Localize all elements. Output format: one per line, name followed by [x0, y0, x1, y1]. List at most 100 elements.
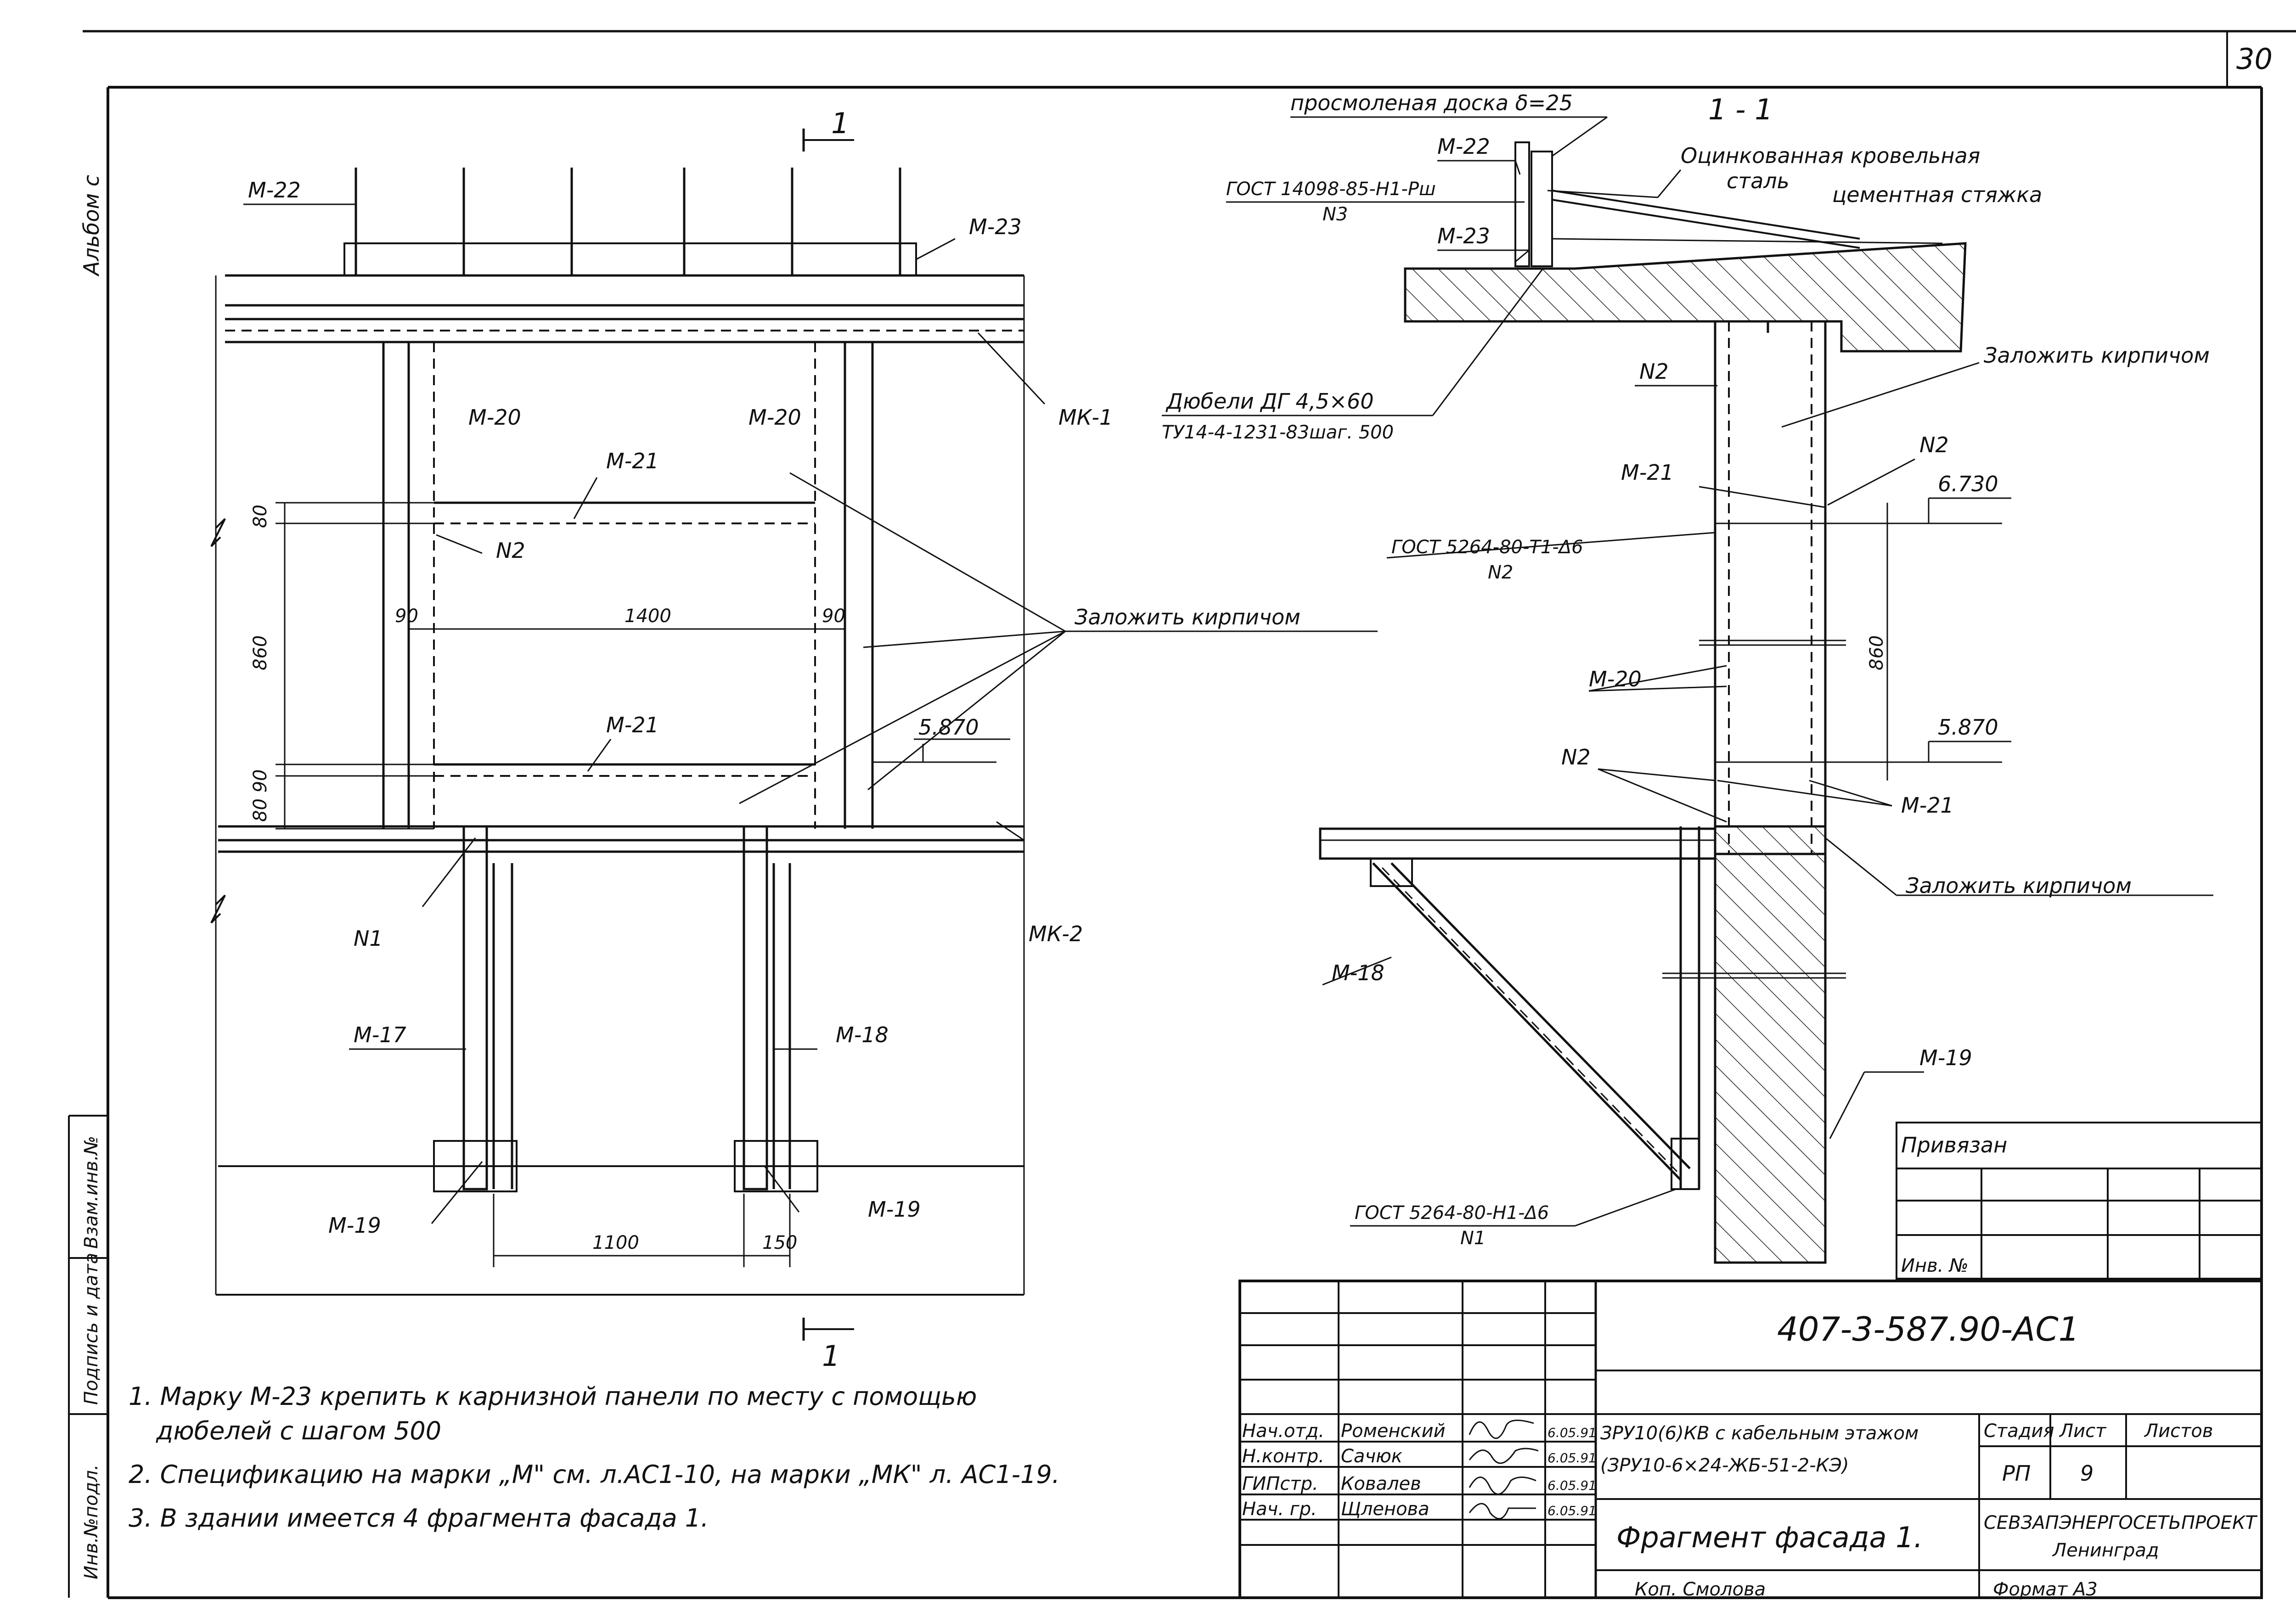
- label-m20-right: М-20: [748, 405, 801, 430]
- lower-wall: [1714, 825, 1827, 1264]
- title-block-text: 407-3-587.90-АС1 ЗРУ10(6)КВ с кабельным …: [1242, 1310, 2258, 1600]
- label-brick-top: Заложить кирпичом: [1984, 343, 2210, 368]
- label-gost-5264-h1: ГОСТ 5264-80-Н1-Δ6: [1355, 1202, 1549, 1224]
- label-elev-6730: 6.730: [1938, 472, 1998, 496]
- note-2: 2. Спецификацию на марки „М" см. л.АС1-1…: [129, 1460, 1060, 1489]
- label-m18: М-18: [836, 1022, 889, 1047]
- side-stamp: [68, 1115, 108, 1598]
- label-tar-board: просмоленая доска δ=25: [1290, 90, 1573, 115]
- dim-90-right: 90: [822, 606, 845, 627]
- label-galv-steel-2: сталь: [1727, 168, 1790, 193]
- label-brick-fill: Заложить кирпичом: [1075, 605, 1300, 629]
- note-1: 1. Марку М-23 крепить к карнизной панели…: [129, 1382, 977, 1411]
- dim-150: 150: [762, 1232, 797, 1253]
- org-name-1: СЕВЗАПЭНЕРГОСЕТЬПРОЕКТ: [1984, 1512, 2258, 1533]
- label-m19-right: М-19: [868, 1197, 921, 1222]
- label-gost-14098: ГОСТ 14098-85-Н1-Рш: [1226, 179, 1436, 200]
- label-sec-elev-5870: 5.870: [1938, 715, 1998, 740]
- dim-90-left: 90: [395, 606, 418, 627]
- signature-4: [1469, 1503, 1536, 1520]
- stage-value: РП: [2002, 1461, 2031, 1486]
- sig-role-3: ГИПстр.: [1242, 1473, 1318, 1494]
- label-sec-m23: М-23: [1437, 224, 1490, 248]
- note-1-cont: дюбелей с шагом 500: [156, 1416, 441, 1445]
- elev-5870: 5.870: [918, 715, 979, 740]
- facade-labels: М-22 М-23 М-20 М-20 М-21 М-21 МК-1 МК-2 …: [248, 107, 1300, 1373]
- sig-role-1: Нач.отд.: [1242, 1421, 1324, 1442]
- sig-date-2: 6.05.91: [1548, 1450, 1597, 1466]
- section-labels: 1 - 1 просмоленая доска δ=25 М-22 Оцинко…: [1162, 90, 2210, 1249]
- label-m17: М-17: [354, 1022, 406, 1047]
- section-title: 1 - 1: [1708, 93, 1773, 126]
- label-m22: М-22: [248, 178, 301, 202]
- album-label: Альбом с: [79, 175, 104, 277]
- label-sec-m22: М-22: [1437, 134, 1490, 159]
- side-stamp-vzam: Взам.инв.№: [81, 1136, 102, 1249]
- col-sheet: Лист: [2059, 1421, 2107, 1442]
- facade-drawing: [210, 129, 1025, 1341]
- label-m21-bottom: М-21: [606, 713, 659, 737]
- sheet-title: Фрагмент фасада 1.: [1616, 1521, 1923, 1554]
- org-name-2: Ленинград: [2052, 1540, 2159, 1561]
- label-mk1: МК-1: [1058, 405, 1113, 430]
- label-mk2: МК-2: [1029, 921, 1083, 946]
- sig-date-1: 6.05.91: [1548, 1425, 1597, 1440]
- stamp-inv-no: Инв. №: [1901, 1255, 1969, 1276]
- doc-code: 407-3-587.90-АС1: [1777, 1310, 2079, 1348]
- label-sec-m21-top: М-21: [1621, 460, 1674, 485]
- label-n1: N1: [354, 926, 383, 951]
- attach-stamp: [1896, 1122, 2262, 1280]
- parapet-strip: [343, 242, 917, 276]
- label-sec-m20: М-20: [1589, 667, 1642, 691]
- sig-name-4: Щленова: [1341, 1499, 1429, 1520]
- sig-role-4: Нач. гр.: [1242, 1499, 1317, 1520]
- label-m19-left: М-19: [328, 1213, 381, 1238]
- sig-date-3: 6.05.91: [1548, 1478, 1597, 1493]
- facade-dimensions: [276, 502, 996, 1267]
- label-sec-n1: N1: [1460, 1228, 1486, 1249]
- project-line-1: ЗРУ10(6)КВ с кабельным этажом: [1600, 1423, 1919, 1444]
- side-stamp-inv-podl: Инв.№подл.: [81, 1464, 102, 1579]
- dim-1400: 1400: [625, 606, 671, 627]
- signature-2: [1469, 1448, 1539, 1464]
- format: Формат А3: [1993, 1579, 2098, 1600]
- label-n2: N2: [496, 538, 525, 563]
- notes: 1. Марку М-23 крепить к карнизной панели…: [129, 1382, 1060, 1533]
- note-3: 3. В здании имеется 4 фрагмента фасада 1…: [129, 1504, 709, 1533]
- cornice-panel: [1404, 242, 1967, 353]
- sig-role-2: Н.контр.: [1242, 1446, 1324, 1467]
- section-mark-top: 1: [831, 107, 849, 140]
- side-stamp-podpis: Подпись и дата: [81, 1253, 102, 1405]
- sheet-value: 9: [2080, 1461, 2093, 1486]
- label-n2-right: N2: [1919, 432, 1949, 457]
- section-dimensions: [1825, 497, 2011, 781]
- sig-name-3: Ковалев: [1341, 1473, 1421, 1494]
- section-mark-bottom: 1: [822, 1339, 840, 1373]
- signature-3: [1469, 1477, 1536, 1495]
- label-n2-gost: N2: [1488, 562, 1513, 583]
- label-sec-m19: М-19: [1919, 1045, 1972, 1070]
- dim-80: 80: [250, 505, 271, 528]
- label-n2-top: N2: [1639, 359, 1669, 384]
- project-line-2: (ЗРУ10-6×24-ЖБ-51-2-КЭ): [1600, 1455, 1849, 1476]
- label-gost-5264-t1: ГОСТ 5264-80-Т1-Δ6: [1391, 537, 1583, 558]
- copied-by: Коп. Смолова: [1635, 1579, 1766, 1600]
- signature-1: [1469, 1420, 1534, 1439]
- label-m21-top: М-21: [606, 449, 659, 473]
- sig-name-1: Роменский: [1341, 1421, 1446, 1442]
- label-m20-left: М-20: [468, 405, 521, 430]
- parapet-posts: [355, 168, 901, 275]
- label-sec-860: 860: [1866, 635, 1887, 670]
- label-galv-steel-1: Оцинкованная кровельная: [1681, 143, 1980, 168]
- label-dowels-1: Дюбели ДГ 4,5×60: [1165, 389, 1374, 414]
- col-stage: Стадия: [1984, 1421, 2054, 1442]
- dim-1100: 1100: [592, 1232, 639, 1253]
- title-block: [1238, 1280, 2263, 1599]
- facade-leaders: [243, 203, 1378, 1224]
- sig-date-4: 6.05.91: [1548, 1503, 1597, 1518]
- label-sec-m21-bottom: М-21: [1901, 793, 1954, 818]
- label-brick-bottom: Заложить кирпичом: [1906, 873, 2132, 898]
- section-drawing: [1319, 141, 1967, 1264]
- page-number: 30: [2236, 42, 2273, 76]
